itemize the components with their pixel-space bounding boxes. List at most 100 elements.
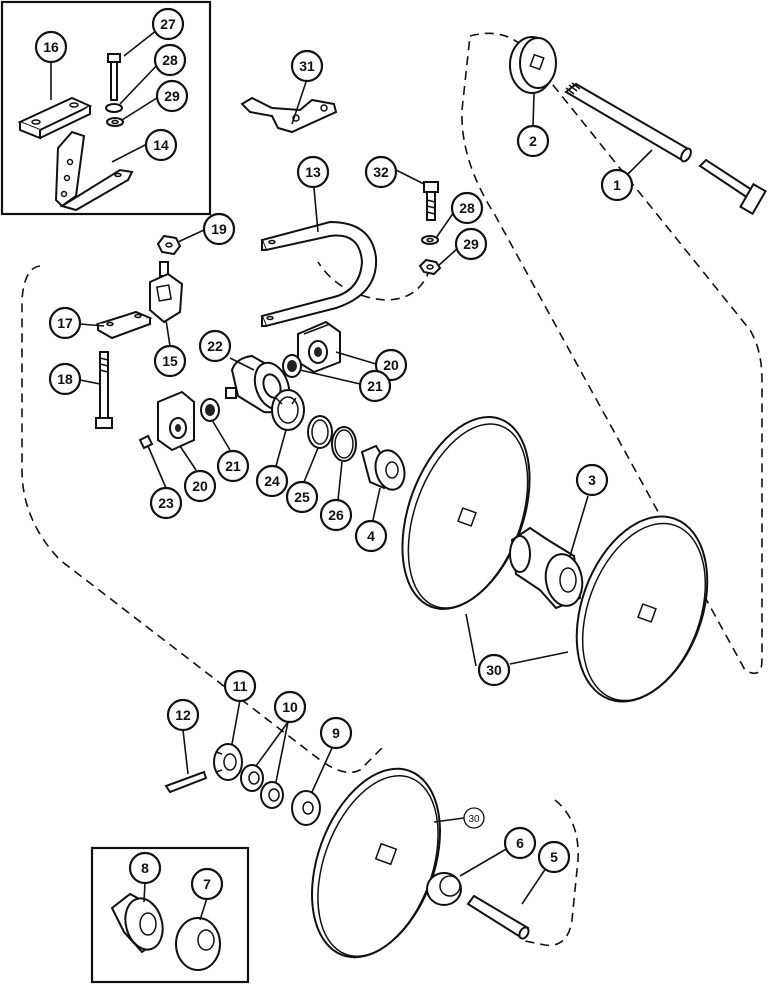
part-4-spool xyxy=(360,444,406,491)
part-18-bolt xyxy=(95,351,113,429)
part-31-plate xyxy=(240,96,338,134)
callout-12: 12 xyxy=(166,698,200,732)
callout-21-right: 21 xyxy=(358,369,392,403)
callout-16: 16 xyxy=(34,30,68,64)
callout-1-label: 1 xyxy=(613,177,621,193)
part-1-shaft xyxy=(564,82,767,216)
part-20-pillow-block-right xyxy=(297,320,341,374)
part-28-lockwasher xyxy=(421,235,439,245)
callout-15-label: 15 xyxy=(162,353,178,369)
part-10-washer-a xyxy=(240,764,264,792)
part-13-u-bracket xyxy=(260,220,378,328)
callout-30-label: 30 xyxy=(486,662,502,678)
callout-5: 5 xyxy=(537,840,571,874)
part-10-washer-b xyxy=(260,781,284,809)
callout-28-inset: 28 xyxy=(153,43,187,77)
callout-21-right-label: 21 xyxy=(367,378,383,394)
callout-30: 30 xyxy=(477,653,511,687)
callout-16-label: 16 xyxy=(43,39,59,55)
part-30-disc-right xyxy=(575,515,709,703)
part-15-clamp xyxy=(149,261,184,324)
part-25-ring xyxy=(307,415,333,449)
part-12-cotter-pin xyxy=(164,770,208,794)
callout-13: 13 xyxy=(296,155,330,189)
callout-31-label: 31 xyxy=(299,58,315,74)
part-6-bushing xyxy=(426,872,462,906)
callout-27-label: 27 xyxy=(160,16,176,32)
callout-2: 2 xyxy=(516,124,550,158)
callout-8: 8 xyxy=(128,851,162,885)
callout-19: 19 xyxy=(202,212,236,246)
callout-31: 31 xyxy=(290,49,324,83)
part-24-bearing xyxy=(271,389,305,431)
callout-22-label: 22 xyxy=(207,338,223,354)
callout-30-small-label: 30 xyxy=(468,814,480,825)
callout-17-label: 17 xyxy=(57,315,73,331)
callout-25: 25 xyxy=(285,480,319,514)
leader-lines xyxy=(50,29,653,921)
callout-26: 26 xyxy=(319,498,353,532)
part-29-nut-inset xyxy=(106,117,124,127)
callout-29-inset: 29 xyxy=(155,79,189,113)
dashed-outline-upper-right xyxy=(461,32,763,675)
part-29-nut xyxy=(418,258,442,276)
callout-3: 3 xyxy=(575,463,609,497)
part-5-pin xyxy=(466,894,530,940)
callout-6: 6 xyxy=(503,826,537,860)
callout-20-left: 20 xyxy=(183,469,217,503)
callout-4: 4 xyxy=(354,519,388,553)
callout-20-right-label: 20 xyxy=(383,357,399,373)
callout-27: 27 xyxy=(151,7,185,41)
callout-4-label: 4 xyxy=(367,528,375,544)
part-17-plate xyxy=(95,310,153,340)
callout-21-left: 21 xyxy=(216,449,250,483)
callout-28-inset-label: 28 xyxy=(162,52,178,68)
dashed-outline-lower xyxy=(519,799,579,947)
callout-26-label: 26 xyxy=(328,507,344,523)
part-32-bolt xyxy=(423,181,439,221)
callout-7-label: 7 xyxy=(203,876,211,892)
callout-14: 14 xyxy=(144,128,178,162)
part-7-cap-inset xyxy=(175,917,221,971)
dashed-outline-main xyxy=(21,265,386,774)
callout-8-label: 8 xyxy=(141,860,149,876)
callout-13-label: 13 xyxy=(305,164,321,180)
part-3-spacer-spool xyxy=(509,526,584,610)
callout-11: 11 xyxy=(223,669,257,703)
callout-28: 28 xyxy=(450,191,484,225)
callout-17: 17 xyxy=(48,306,82,340)
callout-21-left-label: 21 xyxy=(225,458,241,474)
callout-32: 32 xyxy=(364,155,398,189)
part-21-bearing-left xyxy=(200,398,220,422)
part-11-castle-nut xyxy=(213,743,243,781)
callout-6-label: 6 xyxy=(516,835,524,851)
callout-11-label: 11 xyxy=(233,678,248,694)
callout-32-label: 32 xyxy=(373,164,389,180)
callout-30-small: 30 xyxy=(463,807,485,829)
callout-19-label: 19 xyxy=(211,221,227,237)
callout-9-label: 9 xyxy=(332,725,340,741)
callout-14-label: 14 xyxy=(153,137,169,153)
part-26-snap-ring xyxy=(331,426,357,462)
callout-3-label: 3 xyxy=(588,472,596,488)
callout-15: 15 xyxy=(153,344,187,378)
callout-18-label: 18 xyxy=(57,371,73,387)
callout-29-label: 29 xyxy=(463,236,479,252)
callout-28-label: 28 xyxy=(459,200,475,216)
callout-1: 1 xyxy=(600,168,634,202)
inset-box-top-left xyxy=(0,0,212,216)
part-21-bearing-right xyxy=(282,354,302,378)
part-30-disc-lower xyxy=(311,767,441,959)
part-30-disc-upper xyxy=(401,416,531,610)
callout-9: 9 xyxy=(319,716,353,750)
inset-box-bottom-left xyxy=(90,846,250,984)
callout-22: 22 xyxy=(198,329,232,363)
callout-7: 7 xyxy=(190,867,224,901)
dashed-link-29 xyxy=(317,261,431,301)
part-28-lockwasher-inset xyxy=(105,103,123,113)
callout-29-inset-label: 29 xyxy=(164,88,180,104)
callout-10: 10 xyxy=(273,690,307,724)
callout-29: 29 xyxy=(454,227,488,261)
